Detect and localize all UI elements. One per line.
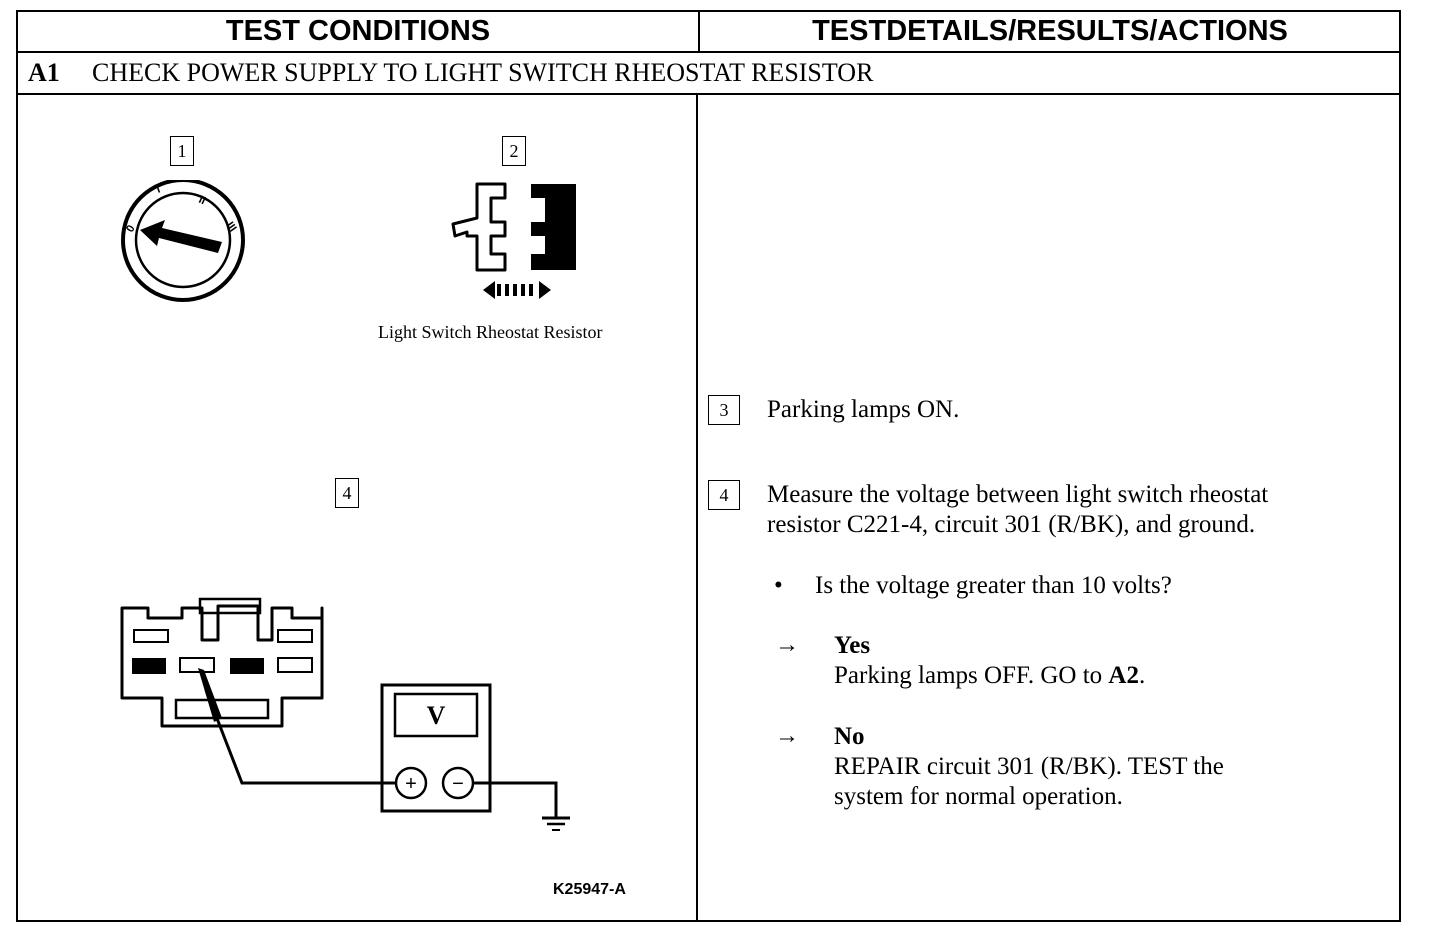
step-1-box: 1 xyxy=(170,136,194,166)
question-text: Is the voltage greater than 10 volts? xyxy=(815,572,1172,599)
no-action-line1: REPAIR circuit 301 (R/BK). TEST the xyxy=(834,753,1224,780)
terminal-4 xyxy=(179,657,215,673)
question-bullet: • xyxy=(774,572,783,599)
section-rule xyxy=(16,93,1401,95)
ignition-inner-ring xyxy=(134,191,232,289)
connector-caption: Light Switch Rheostat Resistor xyxy=(378,322,603,342)
step-4-text-line2: resistor C221-4, circuit 301 (R/BK), and… xyxy=(767,511,1256,538)
step-2-box: 2 xyxy=(502,136,526,166)
header-rule xyxy=(16,51,1401,53)
ignition-mark-1: I xyxy=(155,183,162,195)
plus-terminal xyxy=(394,766,428,800)
terminal-3 xyxy=(132,658,166,674)
positive-lead xyxy=(204,689,410,785)
connector-disconnect-icon xyxy=(451,182,576,299)
voltmeter-display xyxy=(393,692,479,738)
figure-code: K25947-A xyxy=(553,881,626,898)
yes-action-ref: A2 xyxy=(1108,662,1139,689)
ignition-mark-0: 0 xyxy=(124,223,137,234)
voltmeter-label: V xyxy=(427,701,446,730)
no-arrow-icon: → xyxy=(775,723,799,749)
ignition-switch-figure: 0 I II III xyxy=(121,180,245,302)
connector-face xyxy=(120,604,324,728)
no-label: No xyxy=(834,723,865,750)
negative-lead xyxy=(473,781,558,818)
step-3-box: 3 xyxy=(708,395,740,425)
ignition-outer-ring xyxy=(121,180,245,302)
voltmeter-diagram: V + − xyxy=(120,597,570,831)
yes-arrow-icon: → xyxy=(775,632,799,658)
svg-text:−: − xyxy=(452,773,464,795)
test-conditions-header: TEST CONDITIONS xyxy=(225,15,491,47)
table-frame xyxy=(16,10,1401,922)
header-divider xyxy=(698,10,700,52)
step-4-text-line1: Measure the voltage between light switch… xyxy=(767,481,1269,508)
section-title: CHECK POWER SUPPLY TO LIGHT SWITCH RHEOS… xyxy=(92,58,874,87)
voltmeter-body xyxy=(380,683,492,813)
connector-latch xyxy=(198,597,262,615)
key-pointer-icon xyxy=(140,220,222,253)
terminal-6 xyxy=(277,657,313,673)
terminal-2 xyxy=(277,629,313,643)
section-id: A1 xyxy=(28,58,60,87)
column-divider xyxy=(696,94,698,922)
probe-icon xyxy=(198,668,222,722)
yes-label: Yes xyxy=(834,632,871,659)
section-row: A1 CHECK POWER SUPPLY TO LIGHT SWITCH RHE… xyxy=(28,54,873,92)
step-3-text: Parking lamps ON. xyxy=(767,396,960,423)
yes-action: Parking lamps OFF. GO to A2. xyxy=(834,662,1146,689)
svg-text:+: + xyxy=(405,773,417,795)
terminal-1 xyxy=(133,629,169,643)
test-details-header: TESTDETAILS/RESULTS/ACTIONS xyxy=(812,15,1288,47)
step-4-box-left: 4 xyxy=(335,478,359,508)
no-action-line2: system for normal operation. xyxy=(834,783,1123,810)
ignition-mark-2: II xyxy=(197,194,208,207)
terminal-5 xyxy=(230,658,264,674)
step-4-box-right: 4 xyxy=(708,480,740,510)
